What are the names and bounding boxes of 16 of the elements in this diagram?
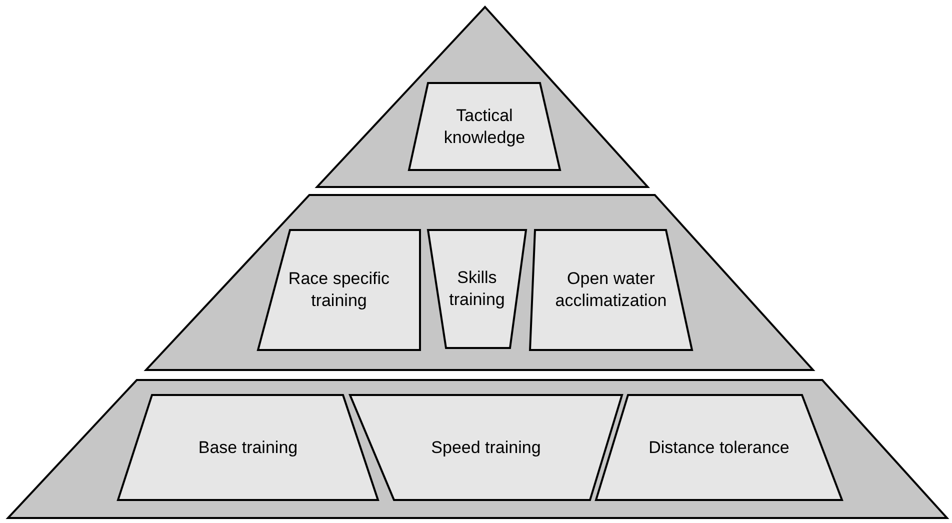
box-label: Skills training <box>448 267 506 311</box>
box-label: Base training <box>197 436 299 458</box>
trapezoid-box <box>530 230 692 350</box>
pyramid-tier <box>8 380 947 518</box>
trapezoid-box <box>596 395 842 500</box>
pyramid-tier <box>316 7 648 187</box>
box-label: Open water acclimatization <box>554 268 668 312</box>
pyramid-tier <box>146 195 814 370</box>
box-label: Tactical knowledge <box>442 104 526 148</box>
trapezoid-box <box>118 395 378 500</box>
box-label: Race specific training <box>287 268 391 312</box>
trapezoid-box <box>428 230 526 348</box>
trapezoid-box <box>350 395 622 500</box>
trapezoid-box <box>258 230 420 350</box>
box-label: Distance tolerance <box>648 436 790 458</box>
box-label: Speed training <box>430 436 542 458</box>
